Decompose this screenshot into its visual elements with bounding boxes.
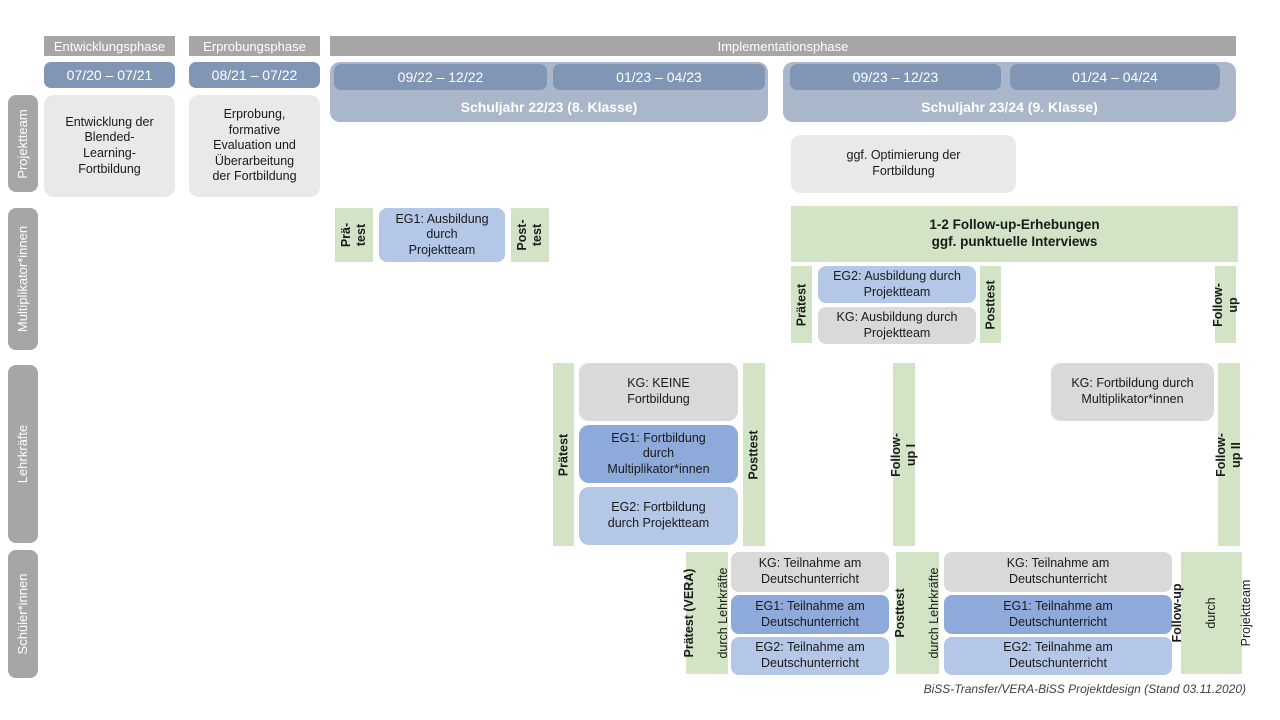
box-eg1-teilnahme-deutschunterricht-2: EG1: Teilnahme am Deutschunterricht [944, 595, 1172, 634]
box-kg-fortbildung-multiplikatoren: KG: Fortbildung durch Multiplikator*inne… [1051, 363, 1214, 421]
daterange-0124-0424: 01/24 – 04/24 [1010, 64, 1220, 90]
followup1-label: Follow-up I [889, 432, 918, 477]
bar-posttest-lehrkraefte: Posttest [743, 363, 765, 546]
box-entwicklung-fortbildung: Entwicklung der Blended- Learning- Fortb… [44, 95, 175, 197]
box-eg1-fortbildung-multiplikatoren: EG1: Fortbildung durch Multiplikator*inn… [579, 425, 738, 483]
footer-caption: BiSS-Transfer/VERA-BiSS Projektdesign (S… [923, 682, 1246, 696]
followup-label: Follow-up [1169, 583, 1184, 643]
durch-lehrkraefte-label: durch Lehrkräfte [927, 567, 942, 659]
daterange-0922-1222: 09/22 – 12/22 [334, 64, 547, 90]
bar-praetest-multiplikatoren-1: Prä- test [335, 208, 373, 262]
box-erprobung-evaluation: Erprobung, formative Evaluation und Über… [189, 95, 320, 197]
sidebar-row-schueler: Schüler*innen [8, 550, 38, 678]
bar-posttest-multiplikatoren-1: Post- test [511, 208, 549, 262]
phase-implementation: Implementationsphase [330, 36, 1236, 56]
bar-followup-schueler: Follow-up durch Projektteam [1170, 552, 1252, 674]
phase-entwicklung: Entwicklungsphase [44, 36, 175, 56]
box-eg2-fortbildung-projektteam: EG2: Fortbildung durch Projektteam [579, 487, 738, 545]
followup-label: Follow-up [1210, 282, 1240, 327]
bar-followup-multiplikatoren: Follow-up [1211, 266, 1240, 343]
bar-praetest-vera-schueler: Prätest (VERA) durch Lehrkräfte [682, 552, 731, 674]
praetest-label: Prätest [556, 433, 570, 476]
box-kg-teilnahme-deutschunterricht-1: KG: Teilnahme am Deutschunterricht [731, 552, 889, 592]
followup2-label: Follow-up II [1214, 432, 1243, 477]
box-eg1-teilnahme-deutschunterricht-1: EG1: Teilnahme am Deutschunterricht [731, 595, 889, 634]
praetest-label: Prä- test [339, 222, 368, 248]
box-kg-ausbildung-projektteam: KG: Ausbildung durch Projektteam [818, 307, 976, 344]
daterange-0123-0423: 01/23 – 04/23 [553, 64, 765, 90]
sidebar-label-schueler: Schüler*innen [15, 573, 31, 655]
bar-followup1-lehrkraefte: Follow-up I [889, 363, 918, 546]
bar-praetest-lehrkraefte: Prätest [553, 363, 574, 546]
posttest-label: Post- test [515, 219, 544, 251]
box-optimierung-fortbildung: ggf. Optimierung der Fortbildung [791, 135, 1016, 193]
box-eg1-ausbildung-projektteam: EG1: Ausbildung durch Projektteam [379, 208, 505, 262]
box-kg-teilnahme-deutschunterricht-2: KG: Teilnahme am Deutschunterricht [944, 552, 1172, 592]
sidebar-row-multiplikatoren: Multiplikator*innen [8, 208, 38, 350]
sidebar-row-projektteam: Projektteam [8, 95, 38, 192]
posttest-label: Posttest [892, 588, 907, 638]
projektteam-label: Projektteam [1238, 579, 1253, 647]
posttest-label: Posttest [983, 279, 997, 330]
sidebar-label-lehrkraefte: Lehrkräfte [15, 424, 31, 484]
daterange-0821-0722: 08/21 – 07/22 [189, 62, 320, 88]
durch-label: durch [1204, 597, 1218, 629]
bar-praetest-multiplikatoren-2: Prätest [791, 266, 812, 343]
sidebar-label-projektteam: Projektteam [15, 108, 31, 179]
sidebar-row-lehrkraefte: Lehrkräfte [8, 365, 38, 543]
sidebar-label-multiplikatoren: Multiplikator*innen [15, 225, 31, 333]
daterange-0923-1223: 09/23 – 12/23 [790, 64, 1001, 90]
bar-posttest-multiplikatoren-2: Posttest [980, 266, 1001, 343]
box-eg2-teilnahme-deutschunterricht-1: EG2: Teilnahme am Deutschunterricht [731, 637, 889, 675]
daterange-0720-0721: 07/20 – 07/21 [44, 62, 175, 88]
box-eg2-teilnahme-deutschunterricht-2: EG2: Teilnahme am Deutschunterricht [944, 637, 1172, 675]
bar-posttest-schueler: Posttest durch Lehrkräfte [892, 552, 942, 674]
box-followup-erhebungen-header: 1-2 Follow-up-Erhebungen ggf. punktuelle… [791, 206, 1238, 262]
praetest-label: Prätest [794, 283, 808, 326]
posttest-label: Posttest [746, 429, 761, 480]
box-kg-keine-fortbildung: KG: KEINE Fortbildung [579, 363, 738, 421]
praetest-vera-label: Prätest (VERA) [682, 568, 697, 658]
bar-followup2-lehrkraefte: Follow-up II [1214, 363, 1243, 546]
phase-erprobung: Erprobungsphase [189, 36, 320, 56]
durch-lehrkraefte-label: durch Lehrkräfte [716, 567, 731, 659]
box-eg2-ausbildung-projektteam: EG2: Ausbildung durch Projektteam [818, 266, 976, 303]
